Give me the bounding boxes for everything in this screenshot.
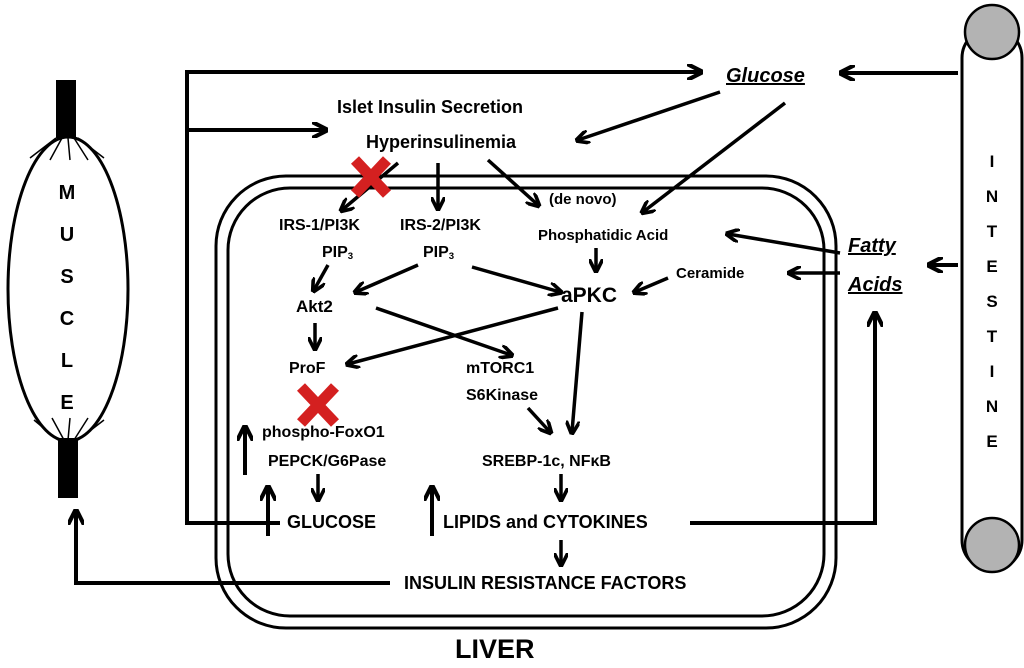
irs1-pip3-node: PIP3 [322, 244, 354, 262]
arrow-glucose-phosphatidic [643, 101, 787, 212]
block-mark-irs1 [350, 156, 392, 198]
glucose-node: Glucose [726, 65, 805, 87]
arrow-s6kinase-srebp [526, 406, 550, 432]
arrow-apkc-srebp [572, 311, 584, 432]
liver-outer-border [214, 174, 838, 630]
liver-inner-border [226, 186, 826, 618]
arrow-lipids-fatty-acids [690, 314, 875, 525]
fatty-acids-node-line2: Acids [848, 274, 903, 296]
akt2-node: Akt2 [296, 297, 333, 316]
phospho-foxo1-node: phospho-FoxO1 [262, 424, 385, 441]
arrow-apkc-prof [348, 306, 559, 364]
arrow-fatty-phosphatidic [728, 234, 841, 255]
arrow-ceramide-apkc [635, 276, 669, 292]
s6kinase-node: S6Kinase [466, 387, 539, 404]
lipids-cytokines-node: LIPIDS and CYTOKINES [443, 512, 648, 532]
apkc-node: aPKC [561, 284, 618, 307]
prof-node: ProF [289, 360, 326, 377]
irs1-pi3k-node: IRS-1/PI3K [279, 217, 360, 234]
arrow-hyper-irs1 [342, 161, 400, 210]
arrow-irs2-akt2 [356, 263, 419, 292]
ceramide-node: Ceramide [676, 265, 745, 282]
hyperinsulinemia-node: Hyperinsulinemia [366, 132, 517, 152]
arrow-irs1-akt2 [314, 264, 330, 290]
insulin-resistance-factors-node: INSULIN RESISTANCE FACTORS [404, 573, 687, 593]
muscle-organ [6, 80, 130, 498]
arrow-glucose-hyperinsulinemia [578, 90, 721, 140]
de-novo-label: (de novo) [549, 191, 617, 208]
pepck-g6pase-node: PEPCK/G6Pase [268, 453, 387, 470]
glucose-feedback-line [185, 72, 700, 525]
islet-insulin-secretion-node: Islet Insulin Secretion [337, 97, 524, 117]
liver-label: LIVER [455, 634, 535, 664]
arrow-akt2-mtorc1 [375, 306, 511, 355]
arrow-irs2-apkc [471, 265, 560, 292]
irs2-pi3k-node: IRS-2/PI3K [400, 217, 481, 234]
intestine-organ [960, 3, 1024, 574]
phosphatidic-acid-node: Phosphatidic Acid [538, 227, 669, 244]
mtorc1-node: mTORC1 [466, 360, 535, 377]
fatty-acids-node-line1: Fatty [848, 235, 896, 257]
arrow-hyper-denovo [486, 158, 538, 205]
arrow-insulin-resistance-muscle [76, 512, 390, 585]
srebp-nfkb-node: SREBP-1c, NFκB [482, 453, 611, 470]
block-mark-foxo1 [297, 383, 339, 427]
glucose-liver-node: GLUCOSE [287, 512, 377, 532]
irs2-pip3-node: PIP3 [423, 244, 455, 262]
